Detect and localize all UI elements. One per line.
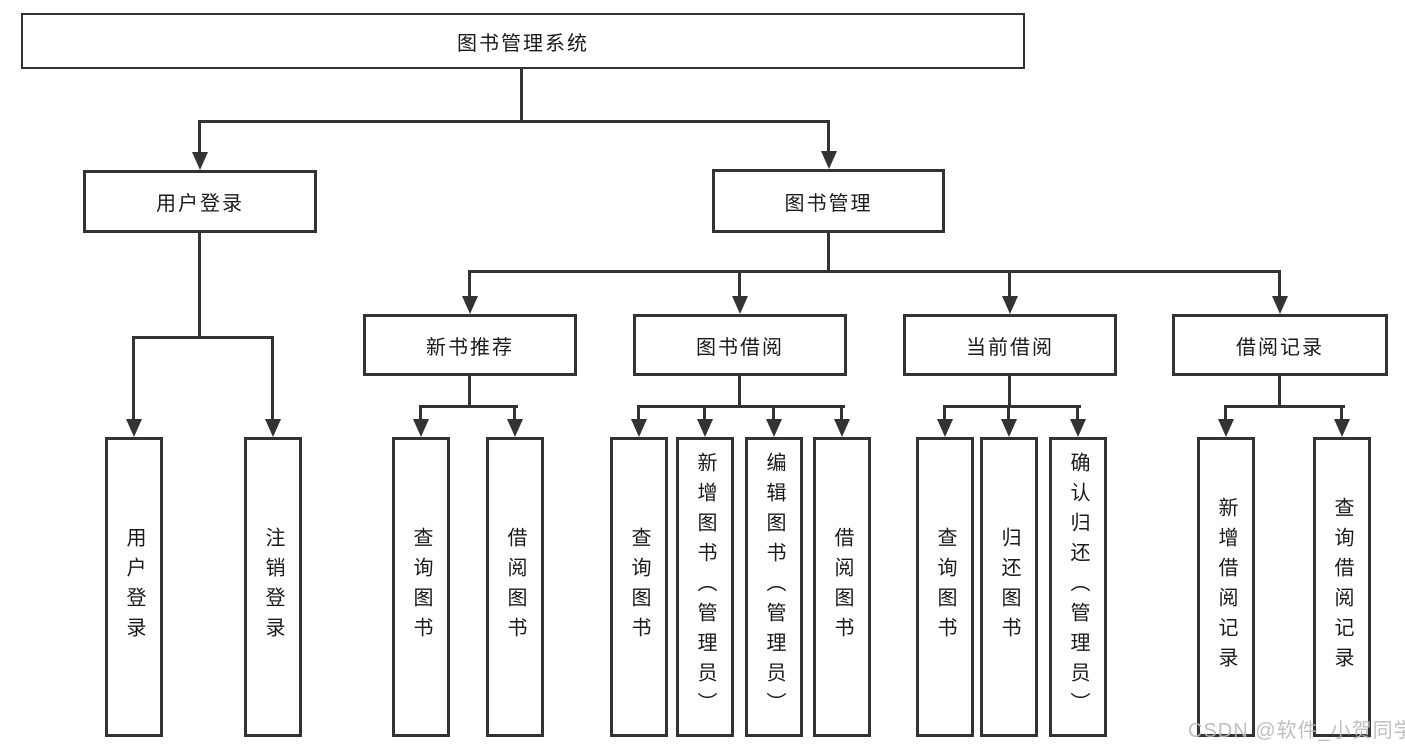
node-borrow-record: 借阅记录 — [1172, 314, 1388, 376]
connector-line — [738, 376, 741, 408]
connector-line — [943, 405, 1081, 408]
connector-line — [132, 336, 274, 339]
arrow-down-icon — [821, 151, 837, 169]
leaf-label: 编辑图书（管理员） — [763, 452, 785, 722]
arrow-down-icon — [766, 419, 782, 437]
connector-line — [827, 233, 830, 273]
leaf-edit-book-admin: 编辑图书（管理员） — [745, 437, 803, 737]
arrow-down-icon — [1001, 419, 1017, 437]
arrow-down-icon — [631, 419, 647, 437]
connector-line — [468, 270, 1281, 273]
leaf-label: 新增图书（管理员） — [694, 452, 716, 722]
leaf-label: 查询图书 — [934, 527, 956, 647]
leaf-label: 归还图书 — [998, 527, 1020, 647]
connector-line — [419, 405, 518, 408]
connector-line — [1008, 270, 1011, 297]
leaf-label: 查询借阅记录 — [1331, 497, 1353, 677]
leaf-label: 用户登录 — [123, 527, 145, 647]
connector-line — [468, 270, 471, 297]
arrow-down-icon — [1070, 419, 1086, 437]
connector-line — [198, 233, 201, 339]
connector-line — [419, 405, 422, 420]
node-current-borrow: 当前借阅 — [903, 314, 1117, 376]
leaf-label: 查询图书 — [410, 527, 432, 647]
node-book-management-module: 图书管理 — [712, 169, 945, 233]
node-book-borrow: 图书借阅 — [633, 314, 847, 376]
connector-line — [637, 405, 845, 408]
arrow-down-icon — [1272, 296, 1288, 314]
connector-line — [772, 405, 775, 420]
leaf-user-login: 用户登录 — [105, 437, 163, 737]
leaf-return-book: 归还图书 — [980, 437, 1038, 737]
leaf-label: 确认归还（管理员） — [1067, 452, 1089, 722]
connector-line — [132, 336, 135, 420]
leaf-label: 新增借阅记录 — [1215, 497, 1237, 677]
leaf-label: 借阅图书 — [504, 527, 526, 647]
node-root-system: 图书管理系统 — [21, 13, 1025, 69]
leaf-logout: 注销登录 — [244, 437, 302, 737]
arrow-down-icon — [1218, 419, 1234, 437]
connector-line — [1224, 405, 1227, 420]
leaf-label: 注销登录 — [262, 527, 284, 647]
arrow-down-icon — [1334, 419, 1350, 437]
connector-line — [271, 336, 274, 420]
connector-line — [840, 405, 843, 420]
connector-line — [198, 120, 201, 154]
connector-line — [1278, 270, 1281, 297]
leaf-label: 查询图书 — [628, 527, 650, 647]
connector-line — [1340, 405, 1343, 420]
connector-line — [1008, 376, 1011, 408]
connector-line — [1224, 405, 1345, 408]
arrow-down-icon — [192, 152, 208, 170]
arrow-down-icon — [462, 296, 478, 314]
connector-line — [513, 405, 516, 420]
leaf-query-book-borrowmod: 查询图书 — [610, 437, 668, 737]
arrow-down-icon — [507, 419, 523, 437]
connector-line — [827, 120, 830, 153]
connector-line — [637, 405, 640, 420]
leaf-query-borrow-record: 查询借阅记录 — [1313, 437, 1371, 737]
csdn-watermark: CSDN @软件_小贺同学 — [1188, 720, 1405, 742]
connector-line — [198, 120, 830, 123]
arrow-down-icon — [1002, 296, 1018, 314]
connector-line — [943, 405, 946, 420]
connector-line — [703, 405, 706, 420]
arrow-down-icon — [834, 419, 850, 437]
connector-line — [520, 69, 523, 121]
connector-line — [1076, 405, 1079, 420]
leaf-add-borrow-record: 新增借阅记录 — [1197, 437, 1255, 737]
connector-line — [468, 376, 471, 408]
leaf-add-book-admin: 新增图书（管理员） — [676, 437, 734, 737]
leaf-confirm-return-admin: 确认归还（管理员） — [1049, 437, 1107, 737]
arrow-down-icon — [937, 419, 953, 437]
arrow-down-icon — [126, 419, 142, 437]
leaf-query-book-recommend: 查询图书 — [392, 437, 450, 737]
leaf-query-book-current: 查询图书 — [916, 437, 974, 737]
arrow-down-icon — [732, 296, 748, 314]
connector-line — [1007, 405, 1010, 420]
node-new-book-recommend: 新书推荐 — [363, 314, 577, 376]
node-user-login-module: 用户登录 — [83, 170, 317, 233]
arrow-down-icon — [413, 419, 429, 437]
leaf-label: 借阅图书 — [831, 527, 853, 647]
leaf-borrow-book-borrowmod: 借阅图书 — [813, 437, 871, 737]
arrow-down-icon — [265, 419, 281, 437]
leaf-borrow-book-recommend: 借阅图书 — [486, 437, 544, 737]
connector-line — [1278, 376, 1281, 408]
arrow-down-icon — [697, 419, 713, 437]
connector-line — [738, 270, 741, 297]
